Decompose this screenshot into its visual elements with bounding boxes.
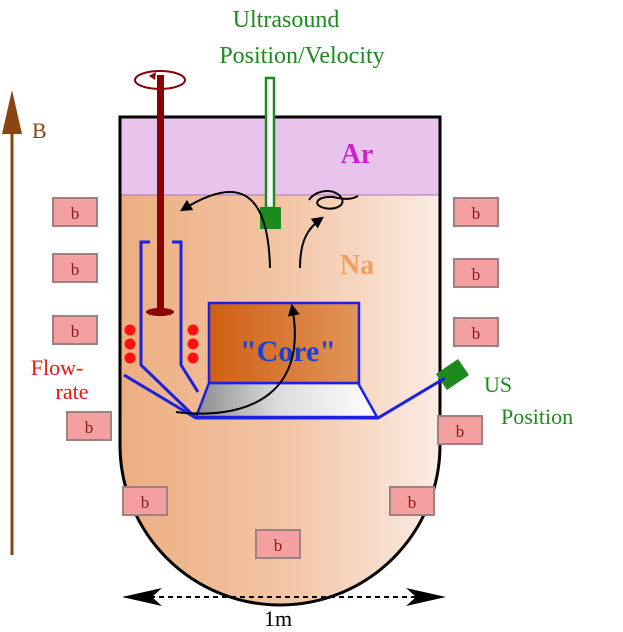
ultrasound-label-line1: Ultrasound xyxy=(233,7,340,33)
us-position-probe xyxy=(436,359,469,390)
magnetic-field-arrow xyxy=(2,90,22,555)
argon-label: Ar xyxy=(341,139,374,170)
coil-label: b xyxy=(71,204,80,223)
coil-box: b xyxy=(52,197,98,227)
flowrate-sensors xyxy=(124,324,199,364)
scale-label: 1m xyxy=(264,606,292,631)
coil-box: b xyxy=(255,529,301,559)
coil-label: b xyxy=(274,536,283,555)
flow-arrows xyxy=(175,190,359,415)
coil-label: b xyxy=(472,265,481,284)
field-label: B xyxy=(32,118,47,143)
flowrate-label-line2: rate xyxy=(56,379,89,404)
core-block xyxy=(207,301,361,385)
argon-layer xyxy=(119,116,441,196)
us-label-line2: Position xyxy=(501,404,573,429)
coil-label: b xyxy=(71,322,80,341)
coil-box: b xyxy=(66,411,112,441)
stirrer-shaft xyxy=(134,70,186,316)
coil-box: b xyxy=(389,486,435,516)
coil-label: b xyxy=(71,260,80,279)
sodium-label: Na xyxy=(340,250,374,281)
coil-box: b xyxy=(453,197,499,227)
coil-box: b xyxy=(122,486,168,516)
core-label: "Core" xyxy=(240,335,336,368)
coil-box: b xyxy=(52,315,98,345)
us-label-line1: US xyxy=(484,372,512,397)
coils: b b b b b b b b xyxy=(52,197,499,559)
coil-box: b xyxy=(453,317,499,347)
coil-label: b xyxy=(408,493,417,512)
coil-label: b xyxy=(456,422,465,441)
coil-box: b xyxy=(52,253,98,283)
coil-label: b xyxy=(85,418,94,437)
coil-label: b xyxy=(472,204,481,223)
ultrasound-label-line2: Position/Velocity xyxy=(219,43,384,69)
coil-box: b xyxy=(437,415,483,445)
coil-label: b xyxy=(141,493,150,512)
coil-label: b xyxy=(472,324,481,343)
flowrate-label-line1: Flow- xyxy=(31,355,84,380)
ultrasound-probe xyxy=(260,76,281,229)
scale-bar xyxy=(122,588,446,606)
coil-box: b xyxy=(453,258,499,288)
